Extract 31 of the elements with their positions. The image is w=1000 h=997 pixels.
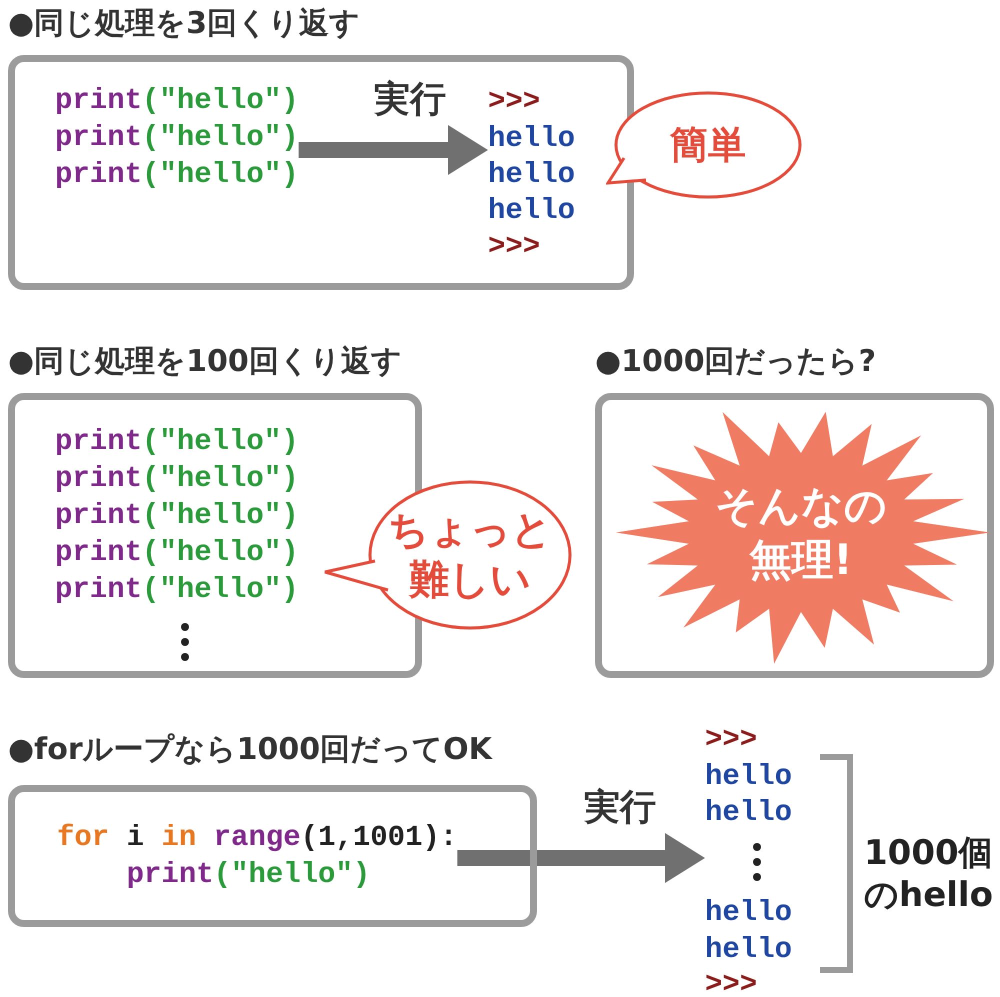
code-line: print("hello") [55,498,299,534]
output-line: hello [705,932,792,968]
output-line: hello [705,795,792,831]
bubble-text: 簡単 [668,121,747,168]
code-line: print("hello") [55,461,299,497]
prompt-text: >>> [705,722,758,758]
output-line: hello [488,157,576,193]
bubble-text: ちょっと難しい [387,506,553,605]
prompt-text: >>> [705,967,758,997]
code-line: print("hello") [55,535,299,571]
section-heading: ●同じ処理を3回くり返す [8,5,360,43]
prompt-text: >>> [488,84,540,120]
code-line: print("hello") [55,120,299,156]
section-heading: ●forループなら1000回だってOK [8,731,492,769]
output-line: hello [705,895,792,931]
section-heading: ●同じ処理を100回くり返す [8,343,402,381]
code-line: print("hello") [126,857,372,893]
prompt-text: >>> [488,229,540,265]
arrow [298,125,488,175]
code-line: print("hello") [55,572,299,608]
code-line: for i in range(1,1001): [57,820,458,856]
code-line: print("hello") [55,83,299,119]
burst-text: そんなの無理! [714,480,888,586]
section-heading: ●1000回だったら? [595,343,876,381]
code-line: print("hello") [55,424,299,460]
code-line: print("hello") [55,157,299,193]
count-label: 1000個のhello [864,832,994,916]
arrow [457,833,705,883]
output-line: hello [488,193,576,229]
output-line: hello [488,121,576,157]
output-line: hello [705,759,792,795]
